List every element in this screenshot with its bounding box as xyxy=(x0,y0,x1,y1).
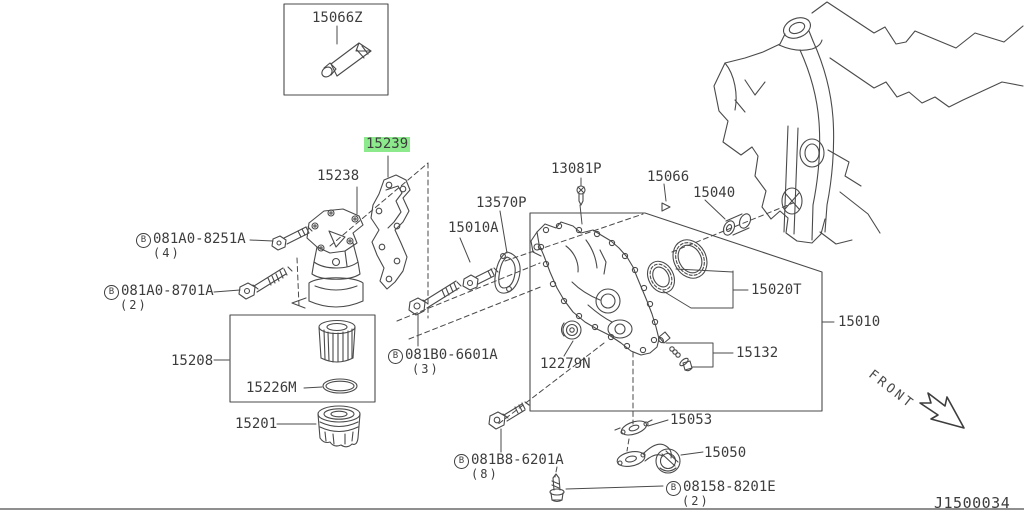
drawing-filter-cap xyxy=(317,405,361,448)
part-qty-08158-8201e: (2) xyxy=(682,494,710,508)
drawing-front-cover xyxy=(530,221,660,356)
part-label-15226m[interactable]: 15226M xyxy=(246,380,297,396)
part-label-15238[interactable]: 15238 xyxy=(317,168,360,184)
drawing-pickup-tube-15050 xyxy=(616,443,681,474)
part-label-15066[interactable]: 15066 xyxy=(647,169,690,185)
drawing-pin-15066 xyxy=(661,202,671,212)
drawing-filter-element xyxy=(318,319,356,363)
drawing-bolt-8701a xyxy=(238,266,293,300)
circled-b-icon: B xyxy=(104,285,119,300)
drawing-relief-valve-set xyxy=(657,331,693,372)
diagram-code: J1500034 xyxy=(934,494,1011,512)
part-label-15010[interactable]: 15010 xyxy=(838,314,881,330)
part-label-15020t[interactable]: 15020T xyxy=(751,282,802,298)
part-label-15050[interactable]: 15050 xyxy=(704,445,747,461)
part-label-15239-highlighted[interactable]: 15239 xyxy=(364,136,411,152)
part-number: 081A0-8701A xyxy=(121,283,214,299)
drawing-seal-rings xyxy=(646,239,708,294)
part-label-15132[interactable]: 15132 xyxy=(736,345,779,361)
part-qty-081b0-6601a: (3) xyxy=(412,362,440,376)
drawing-bolt-13081p xyxy=(576,185,586,206)
part-number: 08158-8201E xyxy=(683,479,776,495)
leader-lines xyxy=(213,25,835,490)
drawing-bolt-6601a xyxy=(408,280,462,316)
circled-b-icon: B xyxy=(454,454,469,469)
drawing-engine-block xyxy=(713,1,1024,245)
part-number: 081B8-6201A xyxy=(471,452,564,468)
drawing-roller-12279n xyxy=(560,320,582,340)
part-label-13570p[interactable]: 13570P xyxy=(476,195,527,211)
drawing-bolt-8201e xyxy=(549,473,565,503)
circled-b-icon: B xyxy=(388,349,403,364)
drawing-oring-15226m xyxy=(322,378,358,394)
part-label-15201[interactable]: 15201 xyxy=(235,416,278,432)
drawing-bolt-8251a xyxy=(271,226,313,251)
part-label-12279n[interactable]: 12279N xyxy=(540,356,591,372)
drawing-filter-bracket xyxy=(291,208,364,309)
drawing-gasket-13570p xyxy=(494,251,521,294)
reference-boxes xyxy=(229,3,823,412)
circled-b-icon: B xyxy=(666,481,681,496)
front-arrow-icon xyxy=(919,392,965,429)
part-label-15040[interactable]: 15040 xyxy=(693,185,736,201)
drawing-gasket-15239 xyxy=(370,174,411,290)
part-label-13081p[interactable]: 13081P xyxy=(551,161,602,177)
part-qty-081a0-8701a: (2) xyxy=(120,298,148,312)
part-qty-081a0-8251a: (4) xyxy=(153,246,181,260)
drawing-tube-15040 xyxy=(722,213,752,236)
part-qty-081b8-6201a: (8) xyxy=(471,467,499,481)
part-label-15208[interactable]: 15208 xyxy=(171,353,214,369)
circled-b-icon: B xyxy=(136,233,151,248)
part-number: 081A0-8251A xyxy=(153,231,246,247)
part-label-15010a[interactable]: 15010A xyxy=(448,220,499,236)
part-label-15053[interactable]: 15053 xyxy=(670,412,713,428)
drawing-gasket-15053 xyxy=(614,419,653,436)
construction-lines xyxy=(296,162,794,478)
drawing-sealant-tube xyxy=(321,42,372,78)
part-number: 081B0-6601A xyxy=(405,347,498,363)
part-label-15066z[interactable]: 15066Z xyxy=(312,10,363,26)
